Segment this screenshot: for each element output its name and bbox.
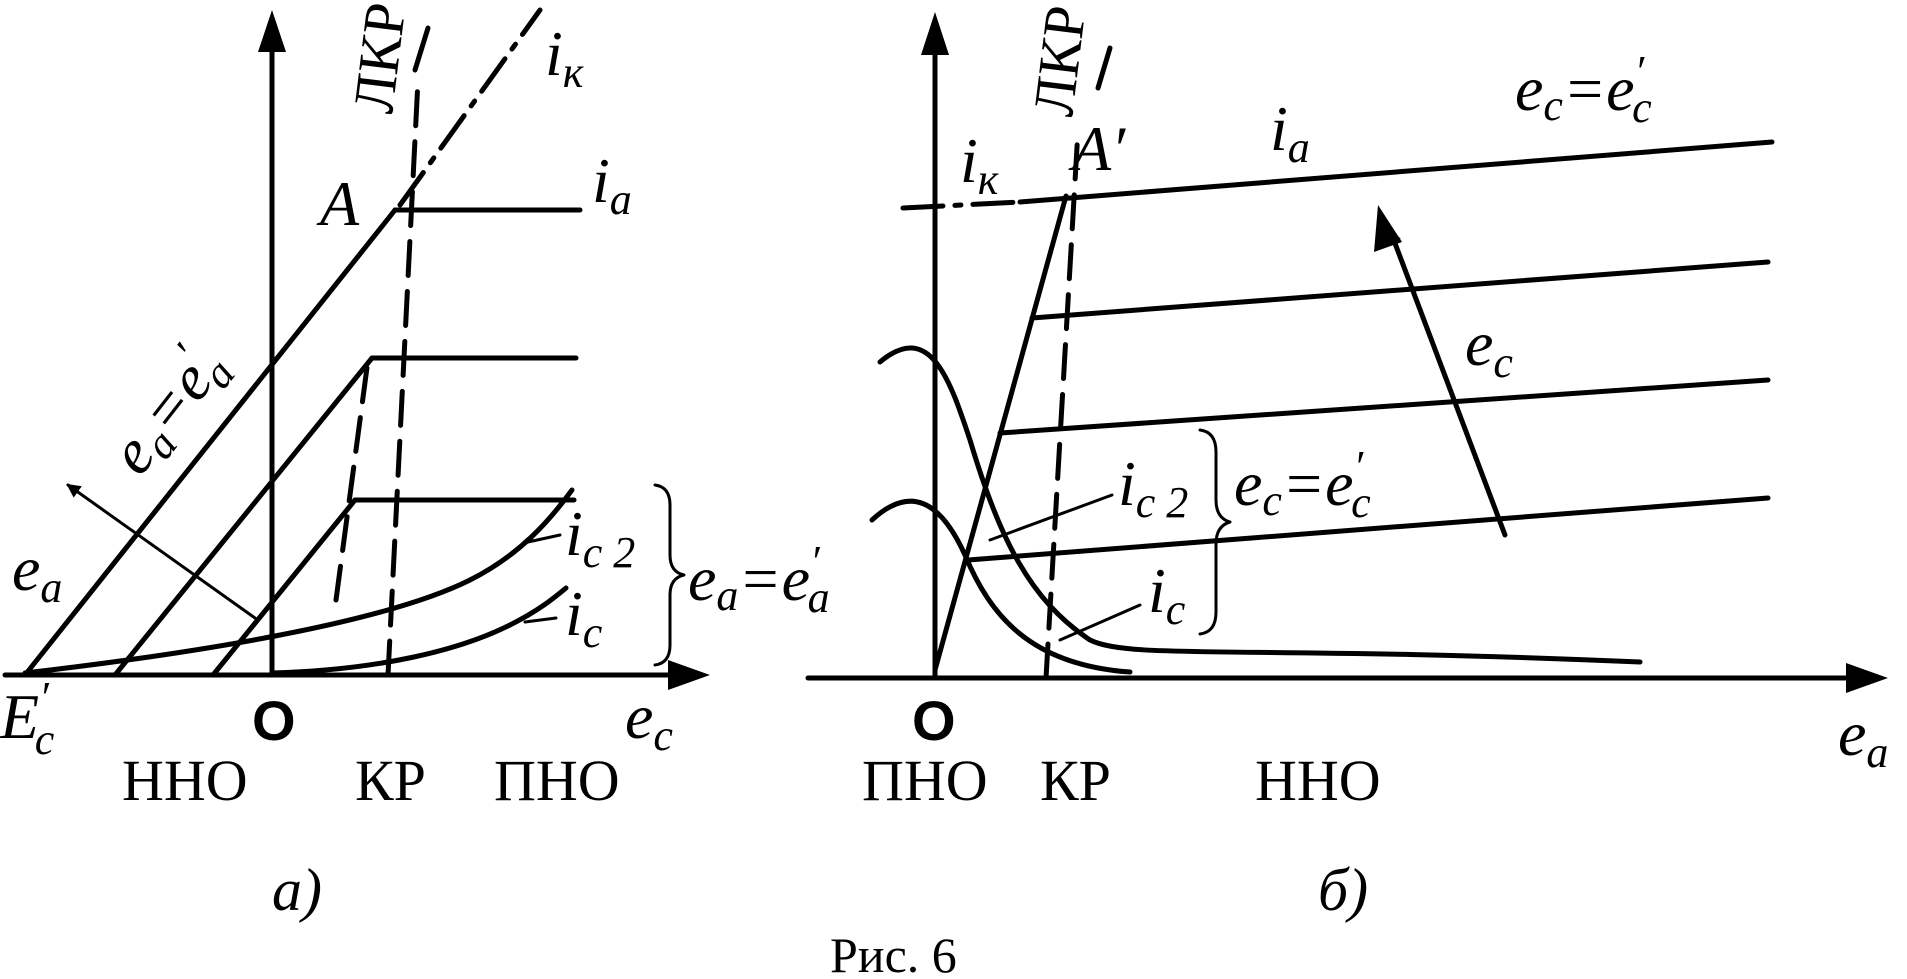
panel-b-ia-1: [1017, 139, 1775, 205]
panel-a-ia-label: ia: [592, 145, 632, 224]
panel-b-ic-pointer: [1058, 603, 1142, 642]
panel-a-y-axis-arrow: [258, 10, 286, 52]
panel-b-ia-label: ia: [1270, 93, 1310, 172]
panel-a-lkr-tick: [412, 25, 431, 73]
panel-b-region-1: ПНО: [862, 748, 988, 813]
panel-a-diag-1: [22, 207, 398, 678]
panel-b-point-a-label: A′: [1068, 113, 1126, 184]
panel-a-lkr-dashed-2: [333, 357, 371, 603]
panel-b-x-axis-arrow: [1846, 663, 1888, 693]
panel-b-y-axis-arrow: [921, 12, 949, 55]
figure-caption: Рис. 6: [830, 927, 957, 979]
panel-a-ea-label: ea: [12, 533, 62, 612]
panel-b-x-axis-label: ea: [1838, 698, 1888, 777]
panel-a-ea-arrow: [66, 483, 257, 620]
panel-a-region-3: ПНО: [494, 748, 620, 813]
panel-a-ik-dashdot: [397, 7, 543, 208]
panel-a-ea-eq-label: ea=e′a: [90, 328, 244, 492]
panel-a-brace: [653, 483, 686, 667]
panel-b-label: б): [1318, 857, 1368, 923]
panel-b-ic2-pointer: [988, 493, 1114, 542]
panel-a: E′c O ec A ЛКР iк ia ea ea=e′a ic 2 ic e…: [0, 0, 830, 923]
panel-a-ic2-curve: [22, 487, 575, 676]
panel-a-region-2: КР: [355, 748, 426, 813]
panel-a-diag-2: [112, 355, 375, 678]
panel-b-ec-arrow: [1387, 227, 1508, 538]
panel-a-label: а): [272, 857, 322, 923]
panel-b-ic2-label: ic 2: [1118, 448, 1188, 527]
panel-b-brace: [1198, 428, 1232, 636]
panel-b-region-2: КР: [1040, 748, 1111, 813]
panel-b-ic-label: ic: [1148, 555, 1186, 634]
panel-a-x-axis-arrow: [668, 660, 710, 690]
panel-b-ia-4: [965, 495, 1771, 563]
panel-a-brace-label: ea=e′a: [688, 537, 830, 622]
panel-b-lkr-dashed: [1043, 127, 1081, 681]
panel-b-ik-label: iк: [960, 125, 999, 204]
panel-b-ic-curve: [869, 498, 1133, 675]
panel-b-region-3: ННО: [1255, 748, 1381, 813]
panel-a-ik-label: iк: [545, 18, 584, 97]
panel-b-ia-3: [997, 377, 1771, 436]
panel-a-x-axis-label: ec: [625, 681, 673, 760]
panel-a-left-point-label: E′c: [0, 673, 55, 764]
panel-b-top-label: ec=e′c: [1515, 47, 1652, 132]
panel-a-lkr-dashed: [385, 77, 421, 678]
panel-a-point-a-label: A: [316, 168, 360, 239]
panel-b-lkr-tick: [1095, 45, 1113, 91]
panel-b-ec-label: ec: [1465, 308, 1513, 387]
panel-b-origin-label: O: [912, 689, 956, 752]
panel-a-ic-pointer: [523, 616, 558, 624]
panel-a-lkr-label: ЛКР: [340, 0, 418, 117]
panel-a-origin-label: O: [252, 689, 296, 752]
panel-a-ic2-label: ic 2: [565, 498, 635, 577]
panel-a-ic-label: ic: [565, 578, 603, 657]
panel-a-region-1: ННО: [122, 748, 248, 813]
panel-b-ic2-curve: [877, 345, 1643, 665]
panel-a-ic-curve: [269, 585, 569, 676]
panel-b-ik-dashdot: [900, 199, 1023, 211]
panel-b-steep-line: [932, 193, 1069, 673]
panel-a-ic2-pointer: [526, 533, 562, 544]
panel-a-diag-3: [210, 497, 358, 678]
panel-b-lkr-label: ЛКР: [1020, 2, 1098, 119]
panel-b-ia-2: [1029, 259, 1771, 321]
panel-b: O ea A′ ЛКР iк ia ec=e′c ec ic 2 ic ec=e…: [805, 2, 1888, 923]
panel-b-brace-label: ec=e′c: [1234, 442, 1371, 527]
panel-b-ec-arrowhead: [1374, 205, 1402, 252]
